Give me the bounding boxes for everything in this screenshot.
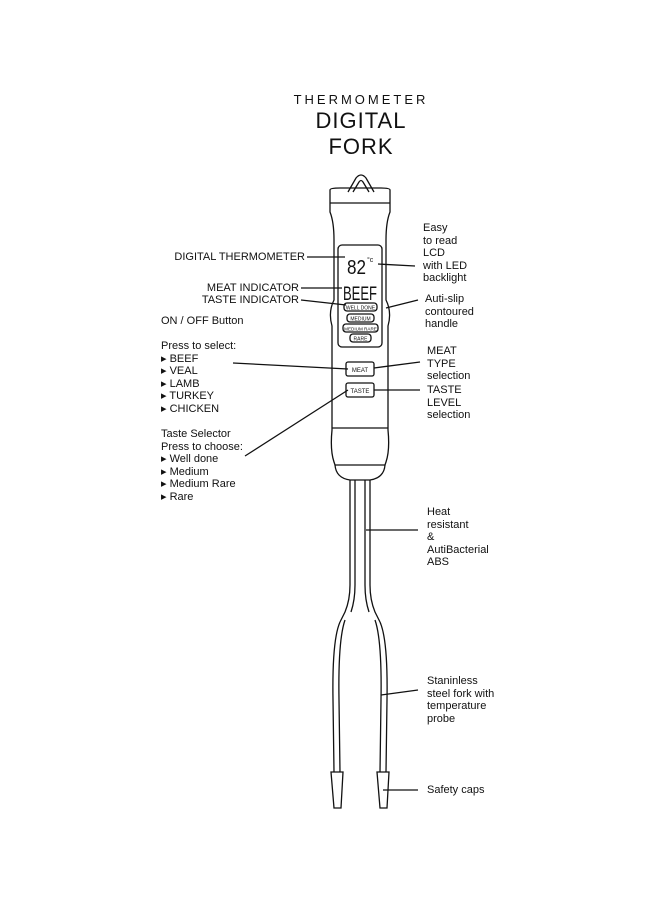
lcd-meat: BEEF — [343, 284, 377, 305]
leader-taste-button — [245, 390, 348, 456]
label-handle: Auti-slip contoured handle — [425, 293, 474, 331]
label-fork: Staninless steel fork with temperature p… — [427, 675, 494, 725]
hang-loop — [348, 175, 374, 192]
leader-lcd — [378, 264, 415, 266]
meat-option: ▸ LAMB — [161, 377, 200, 390]
fork-desc-line: temperature — [427, 700, 487, 712]
lcd-taste-box-4 — [350, 334, 371, 342]
taste-level-desc-line: selection — [427, 409, 471, 421]
label-digital-thermometer: DIGITAL THERMOMETER — [174, 251, 305, 263]
lcd-desc-line: LCD — [423, 247, 446, 259]
hang-loop-inner — [353, 181, 369, 193]
label-taste-selector: Taste Selector Press to choose: ▸ Well d… — [161, 428, 243, 503]
shaft-inner — [351, 480, 369, 612]
label-on-off: ON / OFF Button — [161, 315, 244, 327]
taste-selector-title: Taste Selector — [161, 428, 231, 440]
abs-desc-line: Heat — [427, 506, 451, 518]
label-press-select: Press to select: ▸ BEEF ▸ VEAL ▸ LAMB ▸ … — [161, 340, 236, 415]
meat-button-label: MEAT — [352, 368, 369, 374]
fork-desc-line: probe — [427, 712, 456, 725]
meat-type-desc-line: selection — [427, 370, 471, 382]
taste-option: ▸ Well done — [161, 453, 219, 465]
lcd-window — [338, 245, 382, 347]
title-digital: DIGITAL — [315, 108, 407, 133]
meat-option: ▸ CHICKEN — [161, 402, 220, 415]
safety-cap-right — [377, 772, 389, 808]
lcd-taste-3: MEDIUM RARE — [344, 327, 377, 332]
meat-type-desc-line: TYPE — [427, 357, 456, 370]
leader-taste-indicator — [301, 300, 346, 305]
abs-desc-line: AutiBacterial — [427, 543, 489, 556]
fork-prong-left — [333, 620, 345, 772]
meat-option: ▸ VEAL — [161, 365, 198, 377]
taste-option: ▸ Rare — [161, 490, 194, 503]
lcd-taste-box-2 — [347, 314, 374, 322]
meat-option: ▸ TURKEY — [161, 390, 215, 402]
abs-desc-line: & — [427, 531, 435, 543]
label-taste-level: TASTE LEVEL selection — [427, 384, 470, 422]
title-thermometer: THERMOMETER — [293, 92, 429, 107]
handle-desc-line: handle — [425, 318, 459, 330]
handle-body — [330, 188, 390, 465]
label-abs: Heat resistant & AutiBacterial ABS — [427, 506, 489, 569]
collar-base — [335, 465, 385, 480]
taste-level-desc-line: LEVEL — [427, 396, 462, 409]
meat-option: ▸ BEEF — [161, 352, 199, 365]
taste-option: ▸ Medium Rare — [161, 478, 236, 490]
abs-desc-line: ABS — [427, 556, 450, 568]
fork-prong-right — [375, 620, 387, 772]
leader-meat-type — [374, 362, 420, 368]
press-select-title: Press to select: — [161, 340, 237, 352]
lcd-taste-box-3 — [343, 324, 378, 332]
lcd-unit: °c — [367, 256, 374, 264]
fork-desc-line: steel fork with — [427, 687, 495, 700]
shaft — [340, 480, 380, 622]
lcd-desc-line: backlight — [423, 272, 467, 284]
taste-level-desc-line: TASTE — [427, 384, 462, 396]
leader-fork — [381, 690, 418, 695]
handle-desc-line: Auti-slip — [425, 293, 465, 305]
lcd-temperature: 82 — [347, 257, 366, 279]
press-choose-title: Press to choose: — [161, 440, 243, 453]
lcd-desc-line: with LED — [423, 259, 468, 272]
lcd-taste-4: RARE — [354, 337, 369, 343]
handle-desc-line: contoured — [425, 305, 474, 318]
leader-handle — [386, 300, 418, 308]
lcd-taste-2: MEDIUM — [350, 317, 370, 323]
safety-cap-left — [331, 772, 343, 808]
label-taste-indicator: TASTE INDICATOR — [201, 294, 299, 306]
lcd-desc-line: Easy — [423, 222, 448, 234]
label-safety-caps: Safety caps — [427, 784, 485, 796]
title-fork: FORK — [328, 134, 394, 159]
taste-button-label: TASTE — [351, 389, 370, 395]
abs-desc-line: resistant — [427, 518, 469, 531]
lcd-desc-line: to read — [423, 234, 458, 247]
taste-option: ▸ Medium — [161, 465, 209, 478]
meat-type-desc-line: MEAT — [427, 345, 457, 357]
label-lcd: Easy to read LCD with LED backlight — [423, 222, 467, 285]
label-meat-indicator: MEAT INDICATOR — [206, 282, 299, 294]
lcd-taste-1: WELL DONE — [346, 306, 376, 312]
fork-desc-line: Staninless — [427, 675, 478, 687]
lcd-taste-box-1 — [344, 303, 377, 311]
leader-meat-button — [233, 363, 348, 369]
label-meat-type: MEAT TYPE selection — [427, 345, 470, 383]
